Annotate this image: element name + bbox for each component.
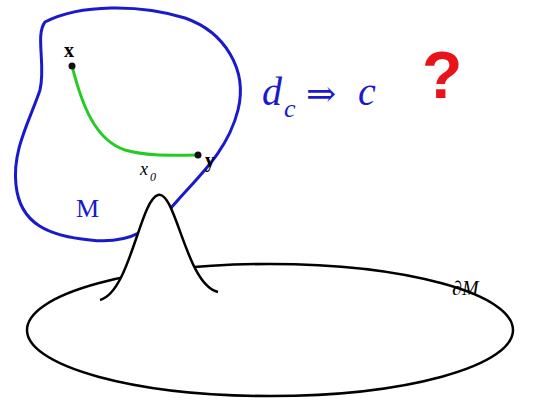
- manifold-outline: [15, 8, 240, 241]
- math-subscript: c: [284, 96, 296, 122]
- point-label: y: [205, 150, 215, 170]
- geodesic-curve: [72, 66, 198, 155]
- boundary-label: ∂M: [452, 278, 479, 298]
- point-label: x: [140, 160, 148, 178]
- point-dot: [69, 63, 76, 70]
- point-subscript: 0: [150, 171, 156, 183]
- manifold-label: M: [76, 196, 99, 222]
- boundary-ellipse: [27, 264, 513, 396]
- math-symbol: c: [358, 72, 376, 112]
- point-label: x: [64, 40, 74, 60]
- math-symbol: d: [262, 72, 282, 112]
- bump-curve: [100, 195, 218, 300]
- bump-fill: [100, 195, 218, 300]
- point-dot: [195, 152, 202, 159]
- math-symbol: ⇒: [306, 76, 336, 112]
- question-mark: ?: [422, 42, 462, 108]
